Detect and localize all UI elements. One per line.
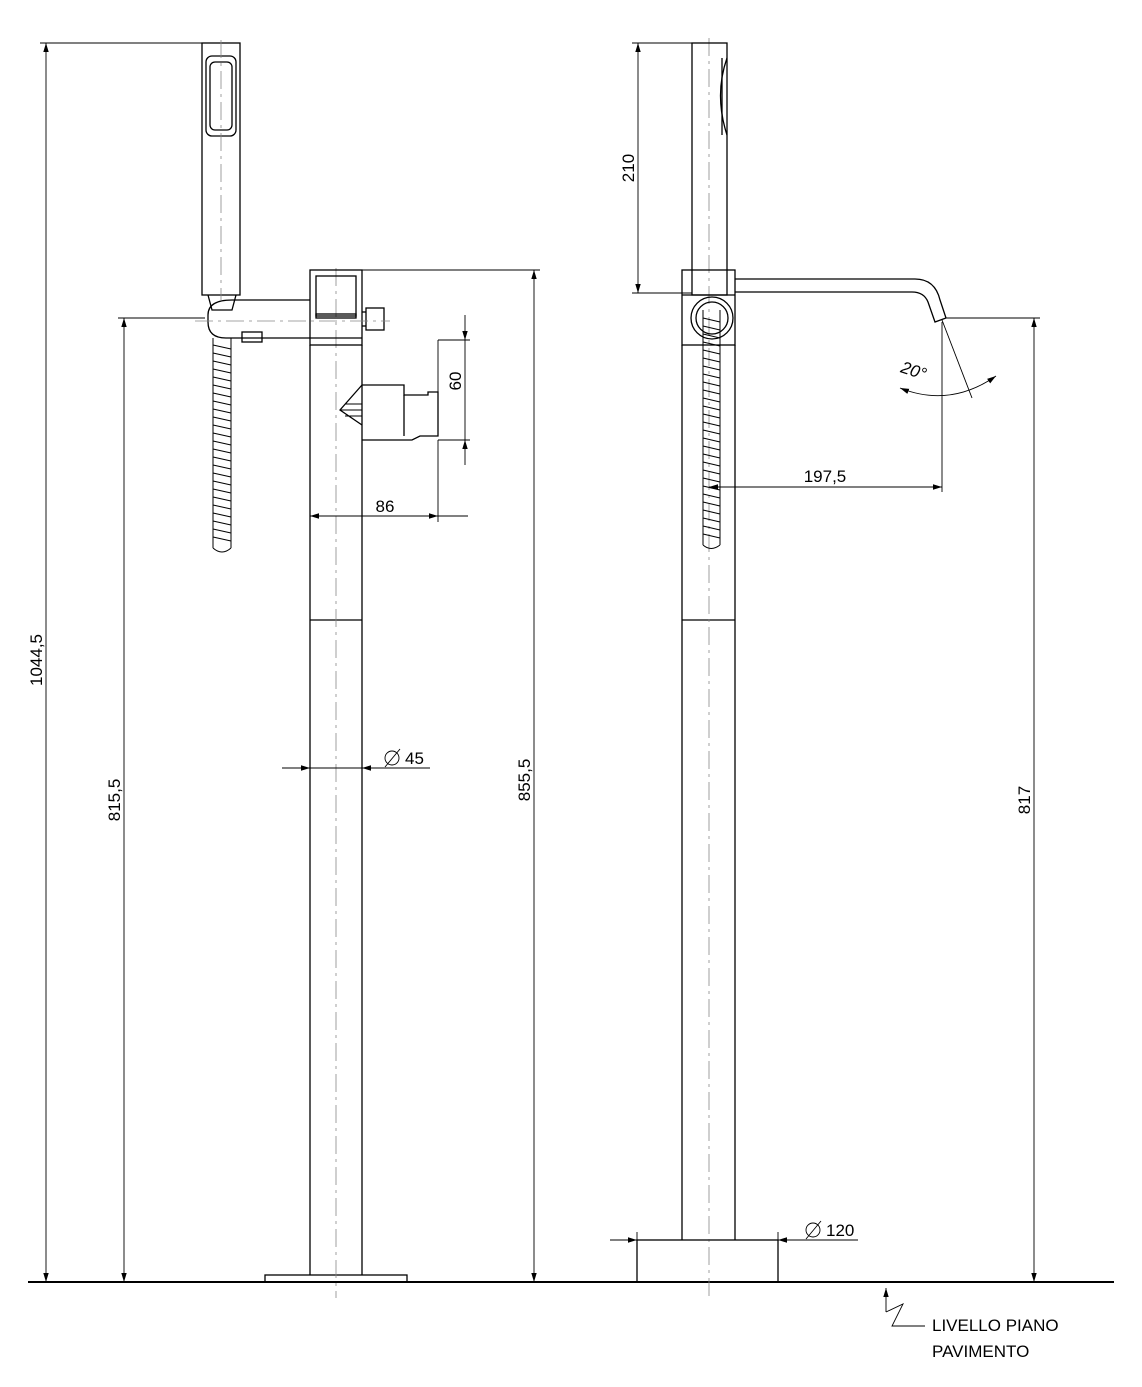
front-hose xyxy=(212,338,232,553)
dimensions-side: 210 197,5 20° 817 120 xyxy=(610,42,1040,1282)
dim-spout-reach: 197,5 xyxy=(804,467,847,486)
dimensions-front: 1044,5 815,5 855,5 60 86 45 xyxy=(27,42,540,1282)
side-spout xyxy=(735,278,947,323)
dim-handshower-length: 210 xyxy=(619,154,638,182)
dim-spout-outlet-height: 817 xyxy=(1015,786,1034,814)
dim-spout-height-front: 855,5 xyxy=(515,759,534,802)
side-base xyxy=(636,1239,779,1283)
dim-column-diameter: 45 xyxy=(405,749,424,768)
dim-lever-height: 60 xyxy=(446,372,465,391)
dim-total-height: 1044,5 xyxy=(27,634,46,686)
dim-base-diameter: 120 xyxy=(826,1221,854,1240)
side-hose xyxy=(702,310,721,549)
dim-lever-projection: 86 xyxy=(376,497,395,516)
side-view xyxy=(636,38,997,1298)
floor-label: LIVELLO PIANO PAVIMENTO xyxy=(883,1288,1059,1361)
side-handshower xyxy=(691,42,728,296)
floor-label-line2: PAVIMENTO xyxy=(932,1342,1029,1361)
dim-holder-height: 815,5 xyxy=(105,779,124,822)
dim-spout-angle: 20° xyxy=(898,357,929,383)
floor-label-line1: LIVELLO PIANO xyxy=(932,1316,1059,1335)
front-view xyxy=(195,40,439,1298)
